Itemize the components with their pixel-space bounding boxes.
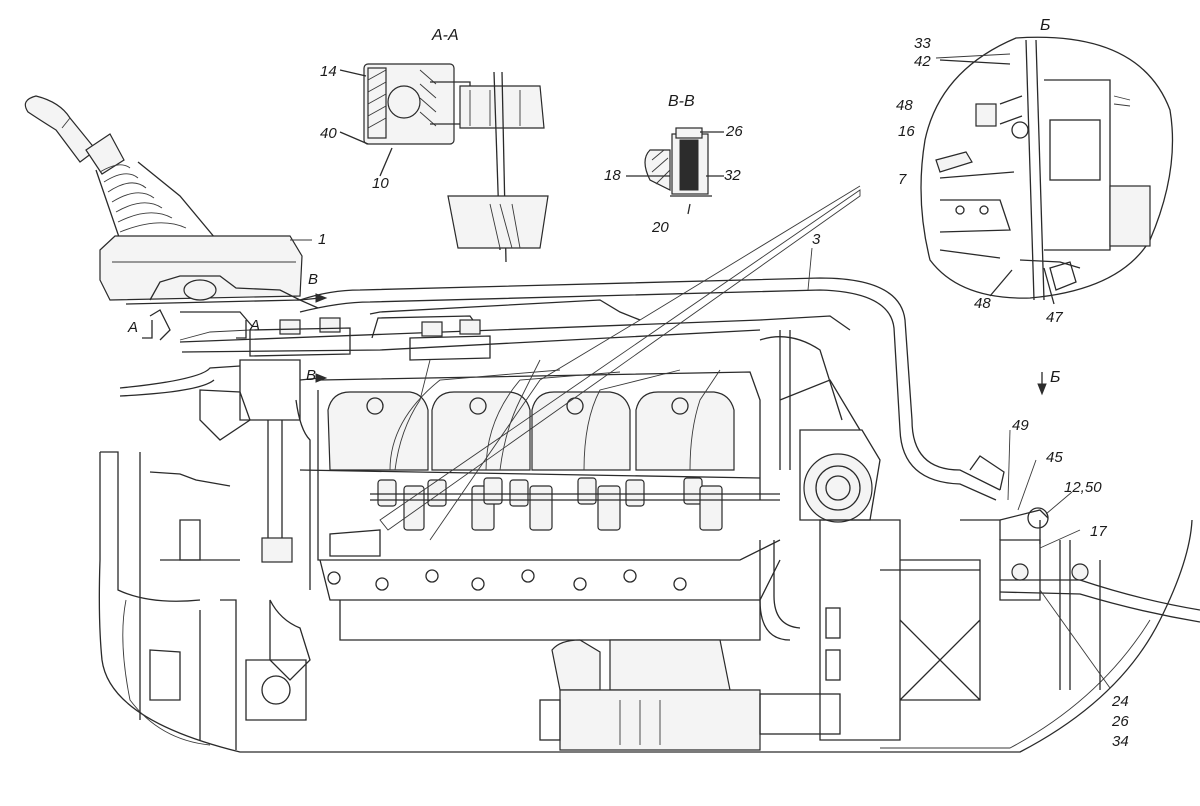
callout-14: 14	[320, 63, 337, 80]
starter-motor	[539, 639, 841, 751]
callout-26-bottom: 26	[1112, 713, 1129, 730]
callout-24: 24	[1112, 693, 1129, 710]
callout-12-50: 12,50	[1064, 479, 1102, 496]
callout-40: 40	[320, 125, 337, 142]
callout-34: 34	[1112, 733, 1129, 750]
section-marker-a-right: А	[250, 317, 261, 334]
callout-16: 16	[898, 123, 915, 140]
callout-10: 10	[372, 175, 389, 192]
callout-49: 49	[1012, 417, 1029, 434]
engine-block	[119, 185, 1200, 751]
section-marker-v-bottom: В	[306, 367, 317, 384]
callout-1: 1	[318, 231, 327, 248]
view-b-arrow-label: Б	[1050, 369, 1061, 386]
callout-7: 7	[898, 171, 907, 188]
callout-42: 42	[914, 53, 931, 70]
callout-17: 17	[1090, 523, 1107, 540]
callout-20: 20	[652, 219, 669, 236]
callout-45: 45	[1046, 449, 1063, 466]
callout-33: 33	[914, 35, 931, 52]
turbocharger	[779, 379, 881, 523]
section-v-v-title: В-В	[668, 93, 695, 110]
section-a-a-detail	[339, 63, 549, 263]
gear-lever	[24, 95, 319, 341]
callout-18: 18	[604, 167, 621, 184]
view-b-title: Б	[1040, 17, 1051, 34]
view-b-detail	[920, 36, 1174, 305]
section-marker-a-left: А	[128, 319, 139, 336]
leader-lines	[290, 239, 1111, 689]
callout-32: 32	[724, 167, 741, 184]
rocker-covers	[327, 391, 735, 471]
callout-48-top: 48	[896, 97, 913, 114]
callout-48-bottom: 48	[974, 295, 991, 312]
section-a-a-title: А-А	[432, 27, 459, 44]
callout-3: 3	[812, 231, 821, 248]
callout-47: 47	[1046, 309, 1063, 326]
section-cut-marks	[142, 293, 328, 383]
cab-outline	[98, 451, 1193, 753]
section-marker-v-top: В	[308, 271, 319, 288]
callout-26: 26	[726, 123, 743, 140]
section-v-v-detail	[626, 127, 724, 215]
